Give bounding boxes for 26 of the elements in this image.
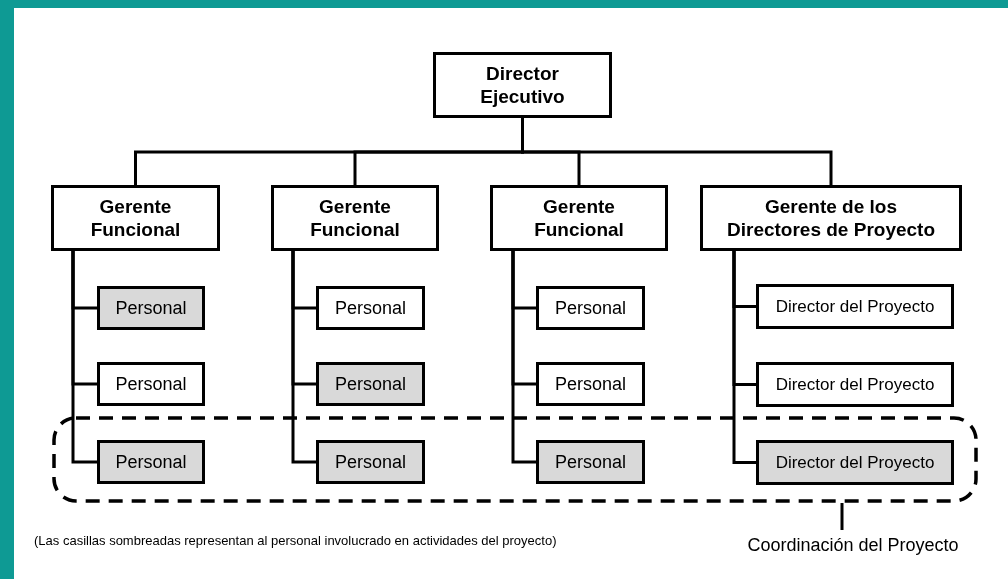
staff-box: Personal [536,362,645,406]
connector-line [732,251,756,464]
staff-box: Personal [97,362,205,406]
staff-box: Personal [316,362,425,406]
staff-box: Personal [536,440,645,484]
connector-line [71,251,97,464]
manager-box: Gerente Funcional [51,185,220,251]
manager-box: Gerente Funcional [271,185,439,251]
leader-line [840,503,844,530]
connector-line [291,251,316,464]
staff-box: Personal [97,440,205,484]
staff-box: Director del Proyecto [756,284,954,329]
manager-box: Gerente Funcional [490,185,668,251]
staff-box: Personal [536,286,645,330]
staff-box: Personal [97,286,205,330]
manager-box: Gerente de los Directores de Proyecto [700,185,962,251]
manager-box: Director Ejecutivo [433,52,612,118]
connector-line [521,118,833,185]
callout-text: Coordinación del Proyecto [728,530,978,560]
staff-box: Personal [316,286,425,330]
dashed-region [52,416,978,503]
connector-line [511,251,536,464]
staff-box: Director del Proyecto [756,362,954,407]
staff-box: Director del Proyecto [756,440,954,485]
footnote: (Las casillas sombreadas representan al personal involucrado en actividades del proyecto) [34,533,557,548]
staff-box: Personal [316,440,425,484]
